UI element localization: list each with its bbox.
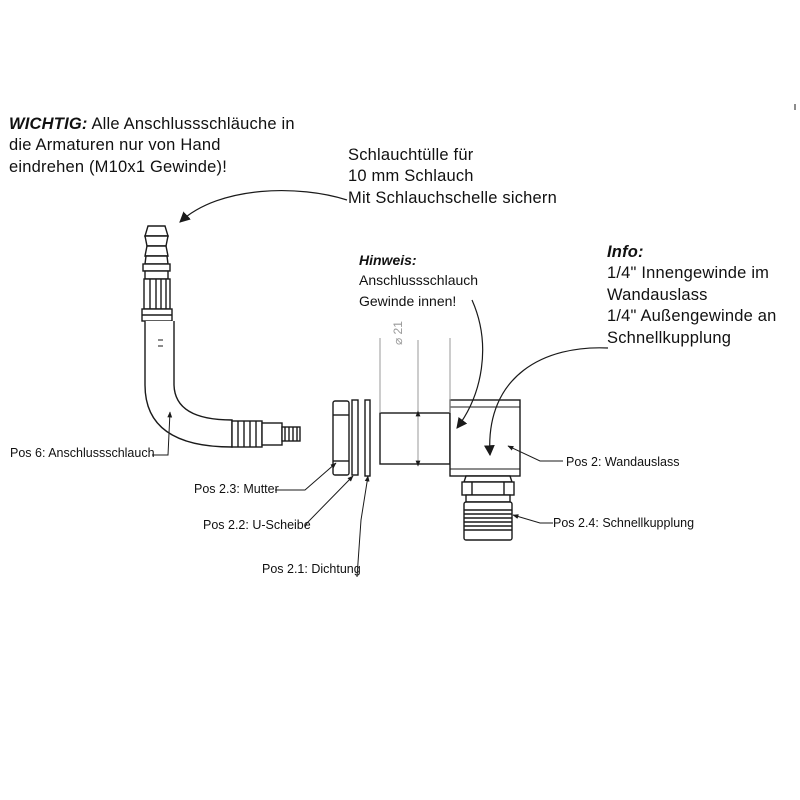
note-info: Info: 1/4" Innengewinde im Wandauslass 1… xyxy=(607,242,797,349)
note-schlauchtuelle-line1: Schlauchtülle für xyxy=(348,146,474,164)
note-info-line3: 1/4" Außengewinde an xyxy=(607,307,777,326)
quick-coupling xyxy=(461,475,515,541)
label-pos2: Pos 2: Wandauslass xyxy=(566,455,680,469)
washer xyxy=(351,399,359,476)
note-info-line2: Wandauslass xyxy=(607,285,708,304)
note-schlauchtuelle: Schlauchtülle für 10 mm Schlauch Mit Sch… xyxy=(348,145,588,209)
seal xyxy=(364,399,371,477)
note-schlauchtuelle-line2: 10 mm Schlauch xyxy=(348,167,474,186)
label-pos6: Pos 6: Anschlussschlauch xyxy=(10,446,155,460)
label-pos22: Pos 2.2: U-Scheibe xyxy=(203,518,311,532)
hose-barb xyxy=(142,225,171,280)
note-schlauchtuelle-line3: Mit Schlauchschelle sichern xyxy=(348,188,557,207)
note-info-line4: Schnellkupplung xyxy=(607,328,732,347)
wall-outlet xyxy=(379,399,521,477)
note-info-title: Info: xyxy=(607,243,644,261)
nut xyxy=(332,400,350,476)
connection-hose xyxy=(141,225,301,448)
note-info-line1: 1/4" Innengewinde im xyxy=(607,264,770,283)
upper-crimp-sleeve xyxy=(141,278,173,322)
arrow-info xyxy=(484,347,609,457)
arrow-hinweis xyxy=(456,299,484,429)
note-wichtig-line2: die Armaturen nur von Hand xyxy=(9,136,221,155)
note-wichtig: WICHTIG: Alle Anschlussschläuche in die … xyxy=(9,114,309,178)
label-pos23: Pos 2.3: Mutter xyxy=(194,482,279,496)
lower-crimp-sleeve xyxy=(231,420,301,448)
note-wichtig-line3: eindrehen (M10x1 Gewinde)! xyxy=(9,157,227,176)
leader-lines xyxy=(152,411,563,578)
diameter-label: ⌀ 21 xyxy=(391,321,405,345)
label-pos24: Pos 2.4: Schnellkupplung xyxy=(553,516,695,530)
note-hinweis-line2: Gewinde innen! xyxy=(359,292,457,309)
note-hinweis-title: Hinweis: xyxy=(359,252,417,268)
note-wichtig-line1: Alle Anschlussschläuche in xyxy=(91,115,295,133)
note-wichtig-title: WICHTIG: xyxy=(9,115,88,133)
note-hinweis-line1: Anschlussschlauch xyxy=(359,272,479,289)
note-hinweis: Hinweis: Anschlussschlauch Gewinde innen… xyxy=(359,250,509,311)
label-pos21: Pos 2.1: Dichtung xyxy=(262,562,361,576)
diameter-dimension xyxy=(379,338,451,467)
arrow-schlauchtuelle xyxy=(179,190,348,223)
